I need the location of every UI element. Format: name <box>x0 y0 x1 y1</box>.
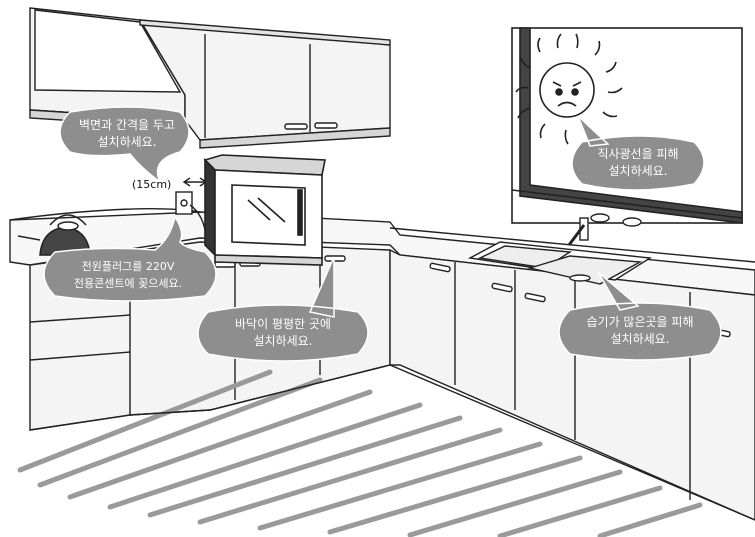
bubble-outlet-line2: 전용콘센트에 꽂으세요. <box>73 277 183 290</box>
sink-faucet-icon <box>467 213 653 285</box>
bubble-sunlight <box>571 115 705 191</box>
bubble-wall-gap-line2: 설치하세요. <box>97 135 157 149</box>
bubble-floor <box>197 256 369 362</box>
bubble-wall-gap-text: 벽면과 간격을 두고 설치하세요. <box>74 117 180 151</box>
bubble-outlet <box>43 215 217 302</box>
bubble-humidity-text: 습기가 많은곳을 피해 설치하세요. <box>566 314 714 348</box>
bubble-floor-line1: 바닥이 평평한 곳에 <box>235 317 331 331</box>
bubble-sunlight-line1: 직사광선을 피해 <box>597 147 679 161</box>
bubble-humidity <box>558 271 722 361</box>
bubble-wall-gap <box>59 106 190 183</box>
range-hood <box>29 7 186 129</box>
floor-stripes <box>17 369 703 537</box>
bubble-outlet-line1: 전원플러그를 220V <box>81 260 175 273</box>
sun-icon <box>515 33 623 145</box>
kettle-icon <box>17 214 91 256</box>
bubble-sunlight-text: 직사광선을 피해 설치하세요. <box>580 146 696 180</box>
lower-cabinets-right <box>389 248 755 521</box>
wall-outlet-icon <box>175 177 208 238</box>
window <box>511 27 743 224</box>
gap-distance-label: (15cm) <box>132 178 172 191</box>
upper-cabinets <box>138 19 391 149</box>
bubble-humidity-line1: 습기가 많은곳을 피해 <box>586 315 694 329</box>
bubble-floor-text: 바닥이 평평한 곳에 설치하세요. <box>205 316 361 350</box>
bubble-wall-gap-line1: 벽면과 간격을 두고 <box>79 118 175 132</box>
dishwasher-appliance <box>203 154 326 266</box>
bubble-floor-line2: 설치하세요. <box>253 334 313 348</box>
bubble-humidity-line2: 설치하세요. <box>610 332 670 346</box>
floor-edge <box>29 364 755 521</box>
bubble-sunlight-line2: 설치하세요. <box>608 164 668 178</box>
bubble-outlet-text: 전원플러그를 220V 전용콘센트에 꽂으세요. <box>48 258 208 292</box>
